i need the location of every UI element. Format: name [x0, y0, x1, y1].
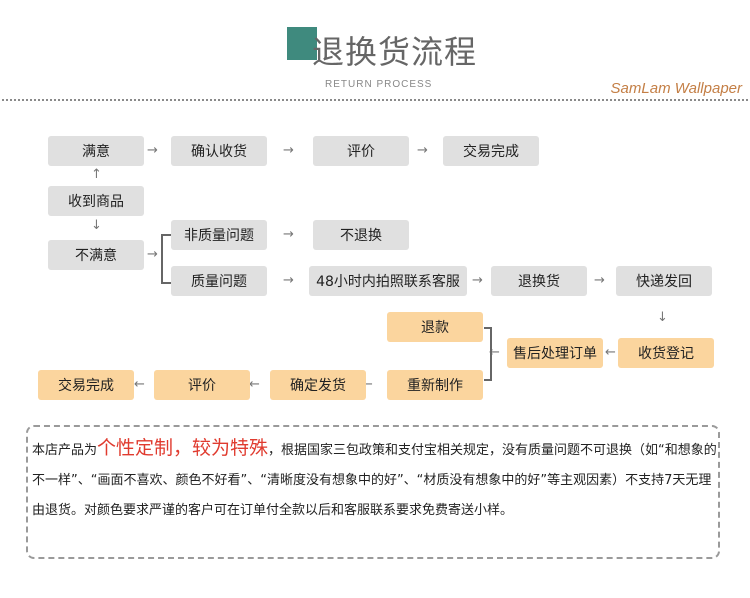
step-deal-complete: 交易完成 — [443, 136, 539, 166]
notice-highlight: 个性定制，较为特殊 — [97, 437, 269, 459]
arrow-left-icon: ← — [489, 345, 500, 360]
notice-body: ，根据国家三包政策和支付宝相关规定，没有质量问题不可退换（如“和想象的不一样”、… — [32, 443, 717, 518]
step-satisfied: 满意 — [48, 136, 144, 166]
step-refund: 退款 — [387, 312, 483, 342]
step-remake: 重新制作 — [387, 370, 483, 400]
step-received-goods: 收到商品 — [48, 186, 144, 216]
page-title: 退换货流程 — [312, 33, 478, 71]
notice-prefix: 本店产品为 — [32, 443, 98, 458]
step-unsatisfied: 不满意 — [48, 240, 144, 270]
merge-bracket — [484, 327, 492, 381]
arrow-right-icon: → — [283, 227, 294, 242]
title-accent-square — [287, 27, 317, 60]
arrow-down-icon: ↓ — [657, 310, 668, 325]
arrow-left-icon: ← — [362, 377, 373, 392]
page-subtitle: RETURN PROCESS — [325, 79, 433, 90]
header-divider — [2, 99, 748, 101]
arrow-right-icon: → — [472, 273, 483, 288]
arrow-right-icon: → — [417, 143, 428, 158]
step-receipt-register: 收货登记 — [618, 338, 714, 368]
arrow-right-icon: → — [147, 247, 158, 262]
arrow-up-icon: ↑ — [91, 167, 102, 182]
step-no-return: 不退换 — [313, 220, 409, 250]
step-deal-complete-2: 交易完成 — [38, 370, 134, 400]
arrow-left-icon: ← — [605, 345, 616, 360]
arrow-right-icon: → — [283, 273, 294, 288]
step-after-sales-order: 售后处理订单 — [507, 338, 603, 368]
step-non-quality-issue: 非质量问题 — [171, 220, 267, 250]
brand-name: SamLam Wallpaper — [610, 80, 742, 97]
step-review: 评价 — [313, 136, 409, 166]
arrow-right-icon: → — [283, 143, 294, 158]
step-express-return: 快递发回 — [616, 266, 712, 296]
step-confirm-ship: 确定发货 — [270, 370, 366, 400]
branch-bracket — [161, 234, 172, 284]
arrow-right-icon: → — [147, 143, 158, 158]
arrow-left-icon: ← — [134, 377, 145, 392]
step-return-exchange: 退换货 — [491, 266, 587, 296]
arrow-down-icon: ↓ — [91, 218, 102, 233]
step-review-2: 评价 — [154, 370, 250, 400]
policy-notice-frame — [26, 425, 720, 559]
arrow-right-icon: → — [594, 273, 605, 288]
arrow-left-icon: ← — [249, 377, 260, 392]
step-quality-issue: 质量问题 — [171, 266, 267, 296]
step-contact-service: 48小时内拍照联系客服 — [309, 266, 467, 296]
step-confirm-receipt: 确认收货 — [171, 136, 267, 166]
policy-notice-text: 本店产品为个性定制，较为特殊，根据国家三包政策和支付宝相关规定，没有质量问题不可… — [32, 433, 720, 526]
